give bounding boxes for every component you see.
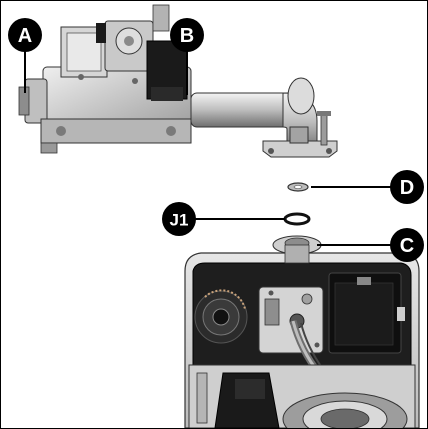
callout-b-label: B: [180, 25, 194, 47]
washer-d: [287, 182, 309, 192]
callout-j1-label: J1: [170, 211, 189, 230]
callout-a: A: [8, 18, 42, 52]
gas-valve-assembly: [18, 4, 338, 158]
callout-c-label: C: [400, 235, 414, 257]
o-ring-j1: [283, 212, 311, 226]
boiler-unit: [184, 235, 420, 428]
callout-a-label: A: [18, 25, 32, 47]
callout-c: C: [390, 228, 424, 262]
callout-b: B: [170, 18, 204, 52]
callout-d-label: D: [400, 177, 414, 199]
callout-j1: J1: [162, 202, 196, 236]
callout-d: D: [390, 170, 424, 204]
